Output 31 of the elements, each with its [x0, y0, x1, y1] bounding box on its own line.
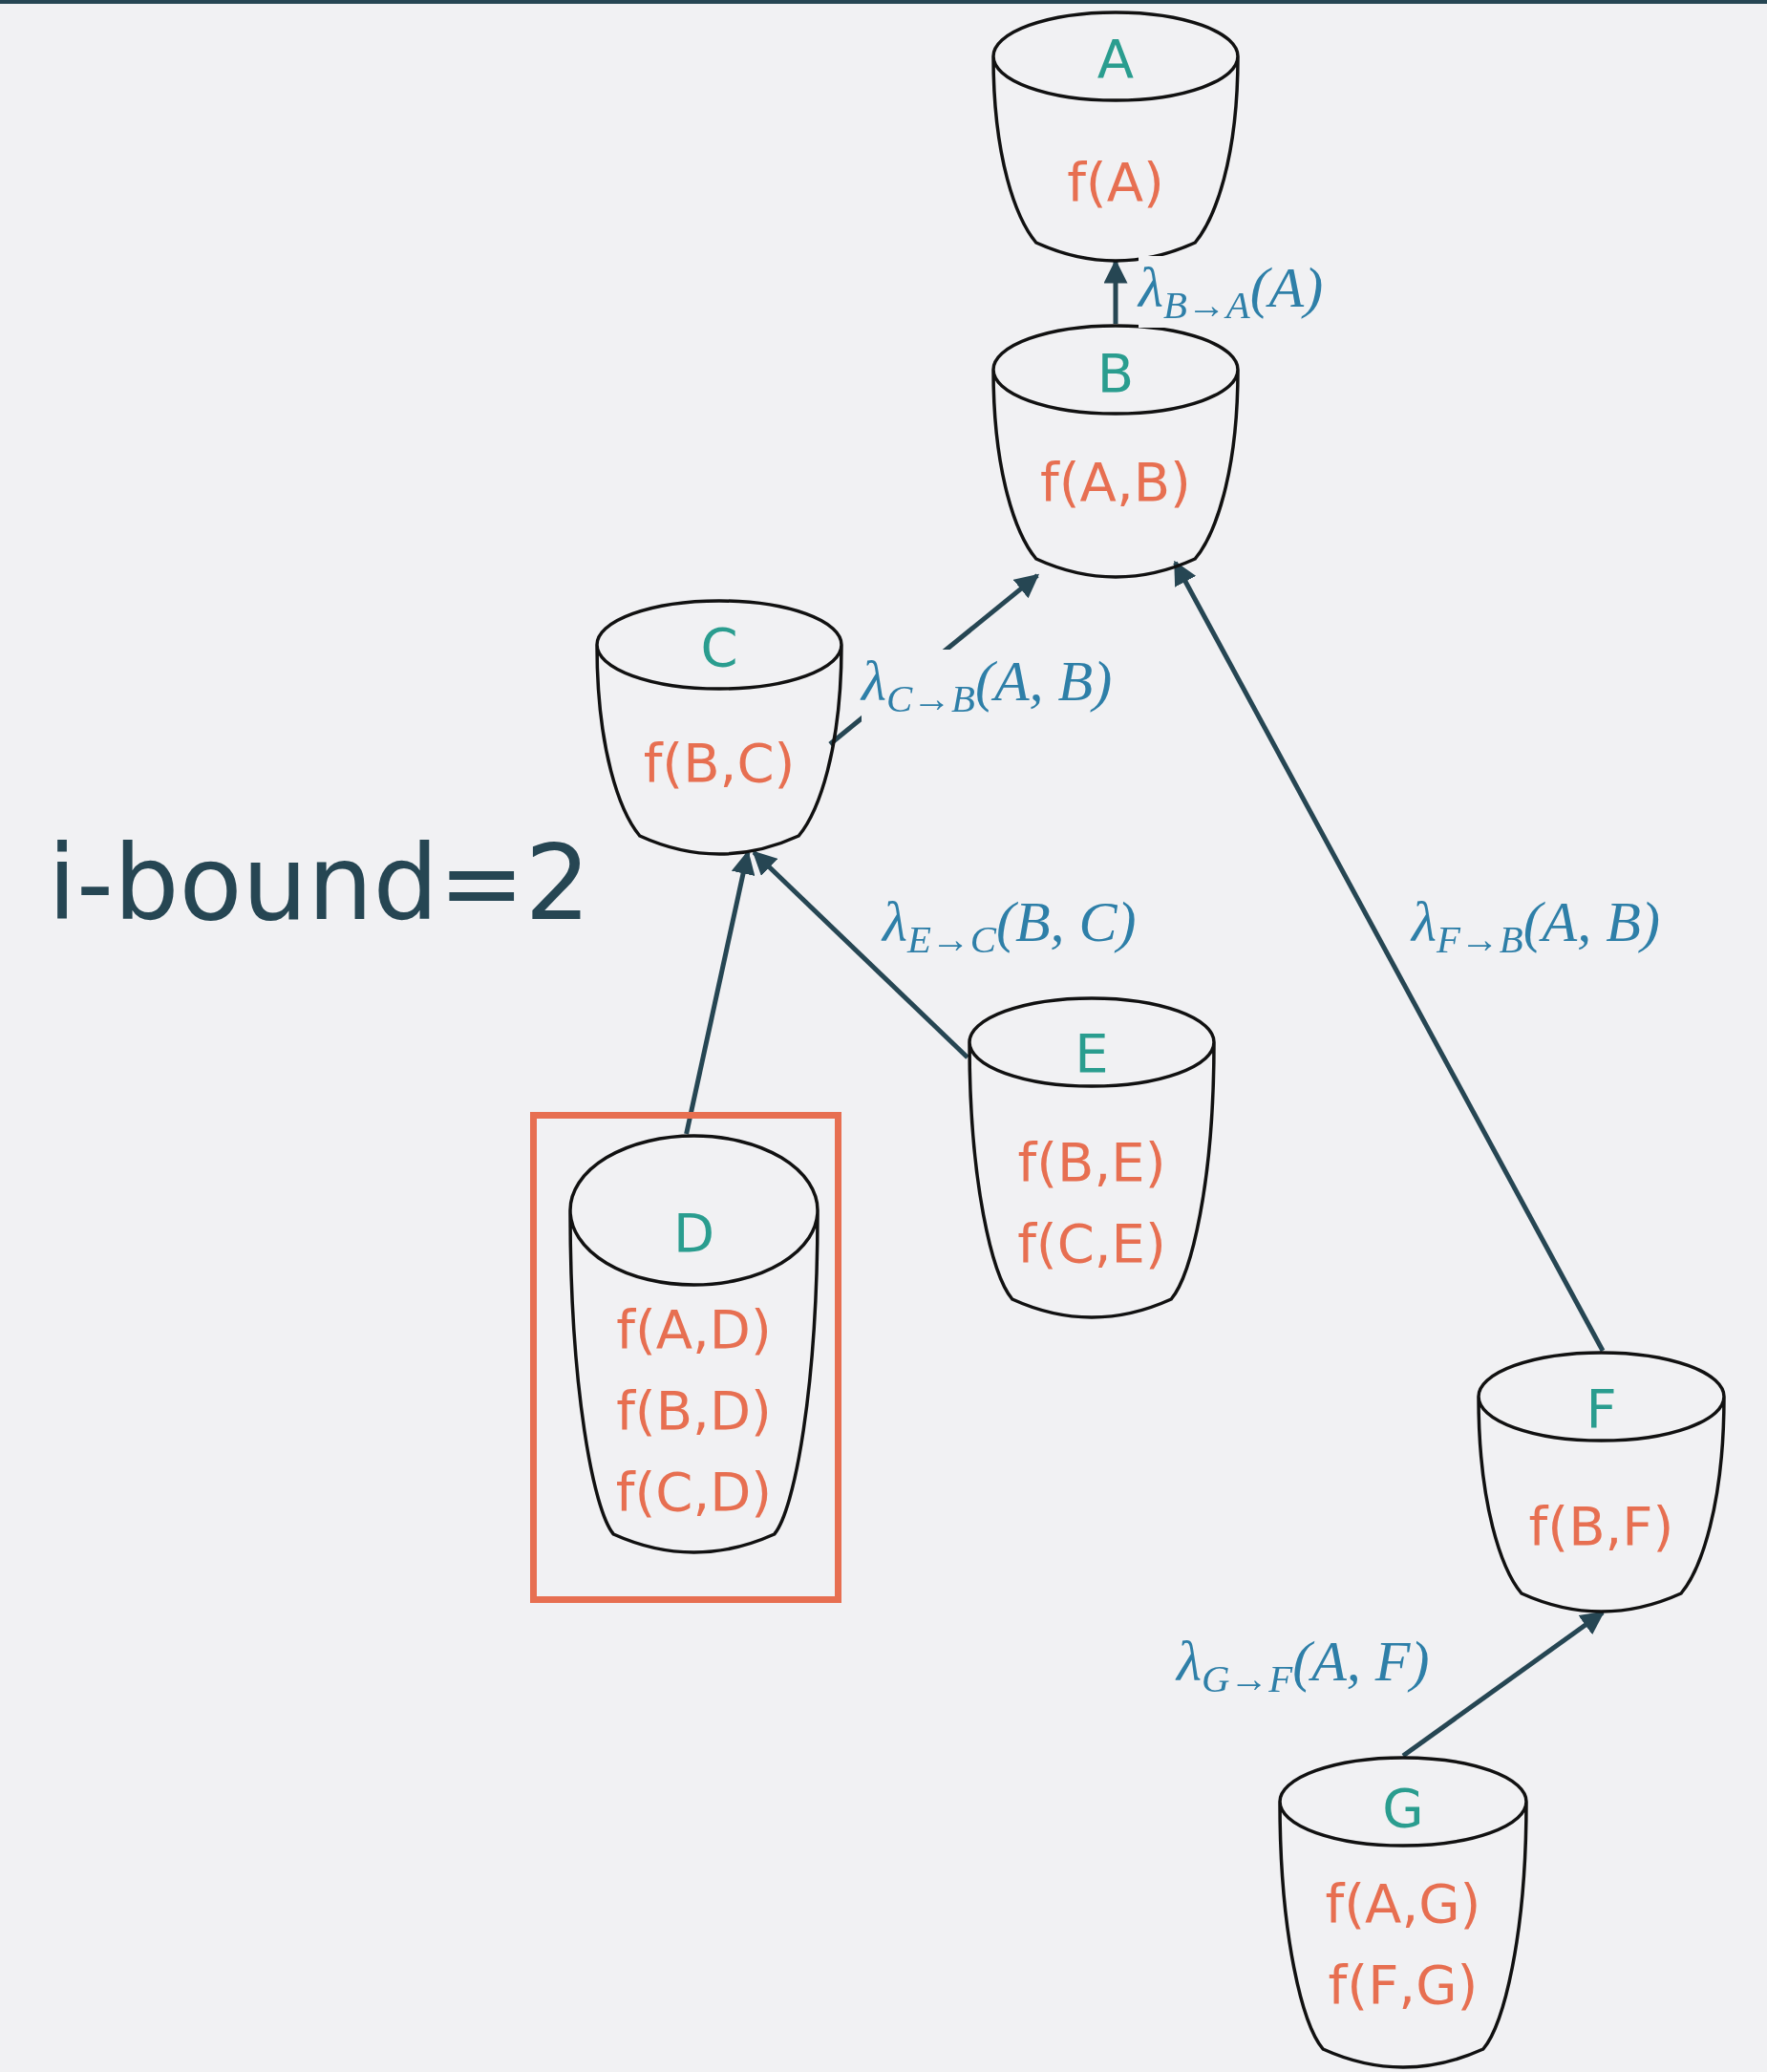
- edge-label: λ$_{C→B}$(A, B): [862, 650, 1113, 722]
- arrow: [1173, 560, 1606, 1353]
- highlight-frame: [530, 1112, 841, 1603]
- node-name: A: [1096, 27, 1135, 92]
- node-name: C: [700, 615, 738, 680]
- factor-label: f(B,F): [1528, 1494, 1674, 1559]
- factor-label: f(B,E): [1017, 1130, 1166, 1195]
- bucket-node: [595, 599, 843, 855]
- factor-label: f(B,D): [616, 1378, 772, 1443]
- factor-label: f(F,G): [1328, 1953, 1479, 2018]
- parameter-label: i-bound=2: [48, 823, 591, 943]
- bucket-node: [991, 324, 1240, 578]
- node-name: F: [1586, 1377, 1617, 1442]
- node-name: G: [1382, 1776, 1424, 1841]
- node-name: B: [1096, 341, 1135, 406]
- node-name: D: [672, 1201, 715, 1266]
- factor-label: f(A,G): [1325, 1871, 1481, 1936]
- arrow: [752, 850, 969, 1059]
- bucket-node: [1477, 1351, 1726, 1613]
- factor-label: f(C,E): [1017, 1211, 1166, 1276]
- bucket-node: [991, 11, 1240, 262]
- node-name: E: [1075, 1021, 1109, 1086]
- factor-label: f(A,B): [1040, 450, 1191, 515]
- bucket-node: [568, 1134, 820, 1553]
- factor-label: f(C,D): [615, 1460, 773, 1525]
- edge-label: λ$_{B→A}$(A): [1139, 256, 1324, 329]
- bucket-node: [968, 996, 1216, 1318]
- bucket-node: [1278, 1756, 1528, 2068]
- factor-label: f(A): [1067, 150, 1164, 215]
- factor-label: f(A,D): [616, 1297, 772, 1362]
- factor-label: f(B,C): [643, 731, 796, 796]
